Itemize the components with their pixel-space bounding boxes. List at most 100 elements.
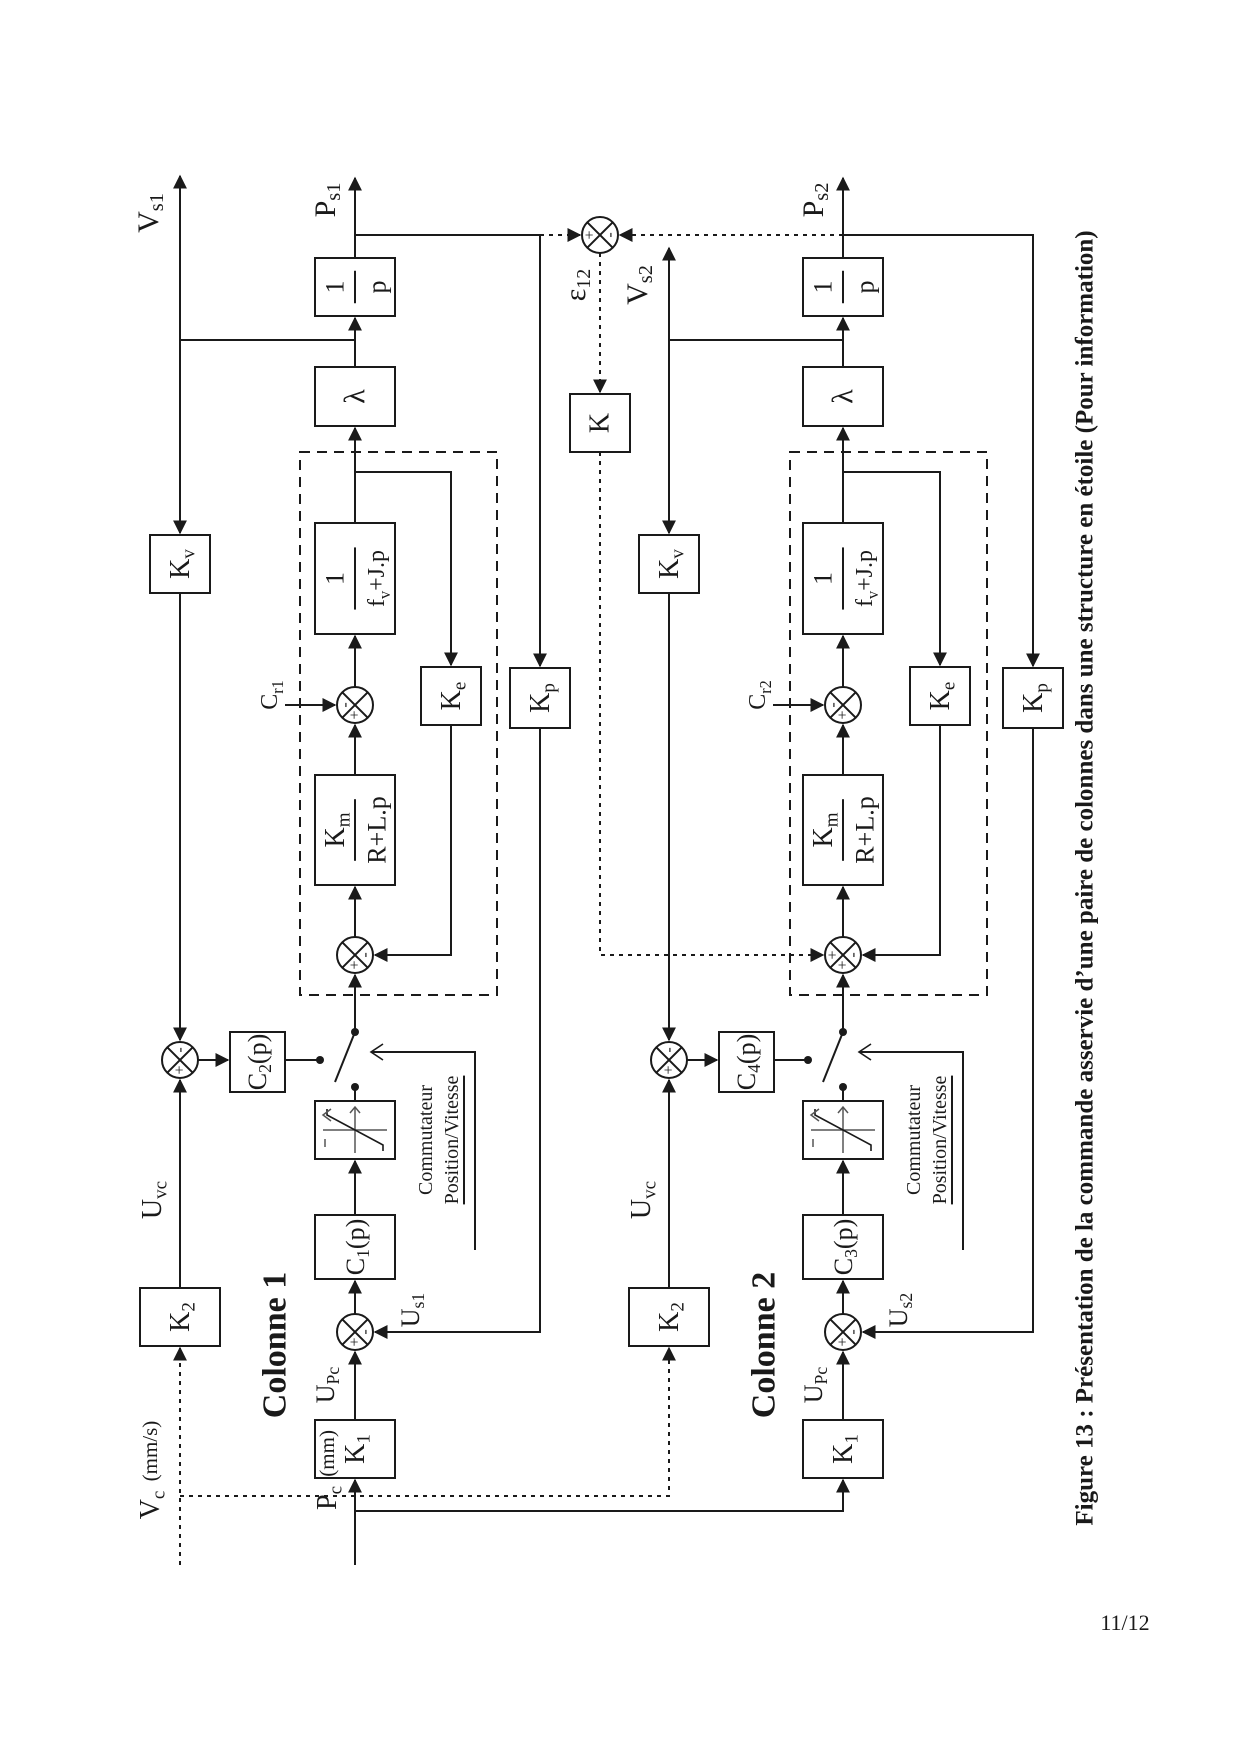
position-setpoint-branch (355, 1478, 850, 1512)
column-2-lambda-block (802, 366, 884, 427)
column-1-ps-label: Ps1 (309, 183, 346, 218)
column-1-ps-label-main: P (309, 201, 342, 218)
column-1-position-sum-sign-right-text: - (357, 1329, 374, 1334)
coupling-sum: +- (581, 216, 619, 254)
column-1-torque-sum-sign-bottom-text: + (347, 710, 364, 719)
column-2-kv-label: Kv (654, 549, 688, 579)
column-2-title-text: Colonne 2 (746, 1272, 783, 1418)
column-1-us-label-sub: s1 (408, 1293, 428, 1309)
column-1-lambda-label-text: λ (339, 389, 372, 404)
column-2-title: Colonne 2 (746, 1272, 783, 1418)
column-2-k1-label-text: K1 (828, 1434, 862, 1464)
column-1-integrator-block-numerator-text: 1 (321, 281, 350, 294)
column-1-position-sum-sign-bottom: + (347, 1337, 364, 1346)
position-setpoint-label: Pc (mm) (312, 1430, 346, 1510)
column-2-kv-block (638, 534, 700, 594)
column-1-k2-label: K2 (165, 1302, 199, 1332)
arrow-left (809, 1108, 820, 1122)
column-2-ps-label: Ps2 (797, 183, 834, 218)
column-1-mech-block-denominator-sub: v (375, 590, 394, 599)
coupling-error-sub: 12 (573, 269, 595, 289)
labels-layer: Figure 13 : Présentation de la commande … (132, 183, 1150, 1635)
coupling-sum-sign-right: - (602, 232, 619, 237)
column-1-lambda-block (314, 366, 396, 427)
position-setpoint-label-unit: (mm) (315, 1430, 339, 1482)
coupling-gain-label: K (585, 413, 616, 433)
column-1-k1-label: K1 (340, 1434, 374, 1464)
column-1-ke-label-text: Ke (436, 682, 470, 711)
column-1-k1-label-sub: 1 (353, 1434, 374, 1444)
column-1-ke-label: Ke (436, 682, 470, 711)
column-1-torque-sum-sign-bottom: + (347, 710, 364, 719)
column-1-lambda-label: λ (339, 389, 372, 404)
column-2-motor-block-numerator-sub: m (821, 812, 842, 827)
column-1-switch-contact-pos (351, 1083, 359, 1091)
column-2-uvc-label-main: U (626, 1199, 657, 1219)
column-2-k2-label-text: K2 (654, 1302, 688, 1332)
column-1-ke-label-main: K (436, 690, 467, 710)
column-2-mech-block-denominator-text: fv+J.p (852, 550, 882, 607)
column-1-k2-label-sub: 2 (178, 1302, 199, 1312)
column-1-position-sum-cross-b (341, 1318, 369, 1346)
column-1-k2-block (139, 1287, 221, 1347)
column-1-cpos-label-sub: 1 (353, 1249, 373, 1258)
column-2-cvel-label-tail: (p) (732, 1034, 761, 1064)
column-2-cvel-label: C4(p) (732, 1034, 764, 1091)
column-1-emf-sum-sign-bottom-text: + (347, 960, 364, 969)
figure-caption-text: Figure 13 : Présentation de la commande … (1072, 230, 1099, 1525)
coupling-sum-sign-left: + (582, 230, 599, 239)
column-1-motor-block-numerator-text: Km (320, 812, 354, 847)
column-2-kp-block (1002, 667, 1064, 729)
column-2-position-sum-cross-b (829, 1318, 857, 1346)
coupling-sum-cross-b (586, 221, 614, 249)
column-2-emf-sum-sign-left-text: + (825, 950, 842, 959)
column-2-switch-contact-pos (839, 1083, 847, 1091)
column-1-upc-label-sub: Pc (323, 1367, 343, 1385)
column-2-motor-block-numerator: Km (808, 812, 842, 847)
column-1-k1-label-main: K (340, 1444, 371, 1464)
column-2-k1-block (802, 1419, 884, 1479)
column-2-vs-label-text: Vs2 (621, 265, 658, 305)
column-2-torque-sum: -+ (824, 686, 862, 724)
column-1-ps-label-sub: s1 (323, 183, 345, 201)
column-1-switch-command (371, 1051, 476, 1250)
column-1-torque-sum-cross-b (341, 691, 369, 719)
column-1-integrator-block-numerator: 1 (321, 281, 350, 294)
column-1-switch-lever (334, 1031, 356, 1083)
column-2-integrator-block-numerator-text: 1 (809, 281, 838, 294)
column-2-kv-label-main: K (654, 559, 685, 579)
column-2-to-ke (843, 471, 947, 667)
column-1-mech-block-numerator: 1 (321, 572, 350, 585)
column-2-upc-label: UPc (799, 1367, 831, 1404)
column-1-motor-block-numerator-sub: m (333, 812, 354, 827)
column-2-kp-label-sub: p (1031, 683, 1052, 693)
column-2-mech-block-numerator: 1 (809, 572, 838, 585)
figure-caption: Figure 13 : Présentation de la commande … (1072, 230, 1099, 1525)
page-number: 11/12 (1100, 1610, 1149, 1635)
column-2-emf-sum: +-+ (824, 936, 862, 974)
column-2-ps-label-main: P (797, 201, 830, 218)
arrow-v-head (349, 1105, 361, 1114)
column-1-velocity-sum-cross-b (166, 1046, 194, 1074)
column-1-cpos-label-text: C1(p) (341, 1219, 373, 1276)
column-2-kp-label-text: Kp (1018, 683, 1052, 713)
column-2-motor-block-denominator-text: R+L.p (851, 796, 880, 863)
column-2-cpos-label: C3(p) (829, 1219, 861, 1276)
column-2-switch-label-line1: Commutateur (903, 1085, 925, 1195)
column-1-k1-label-text: K1 (340, 1434, 374, 1464)
column-2-k1-label-main: K (828, 1444, 859, 1464)
column-1-k1-block (314, 1419, 396, 1479)
velocity-setpoint-label-unit: (mm/s) (138, 1421, 162, 1487)
column-1-kv-label-sub: v (178, 549, 199, 559)
column-2-cpos-label-sub: 3 (841, 1249, 861, 1258)
column-1-kp-block (509, 667, 571, 729)
column-1-upc-label: UPc (311, 1367, 343, 1404)
column-1-ke-to-esum (373, 725, 452, 962)
position-setpoint-label-sub: c (325, 1486, 346, 1494)
column-1-cpos-label-tail: (p) (341, 1219, 370, 1249)
column-1-uvc-label-sub: vc (150, 1181, 171, 1199)
column-1-cvel-label-main: C (243, 1073, 272, 1090)
position-setpoint-label-text: Pc (mm) (312, 1430, 346, 1510)
column-2-cvel-label-main: C (732, 1073, 761, 1090)
